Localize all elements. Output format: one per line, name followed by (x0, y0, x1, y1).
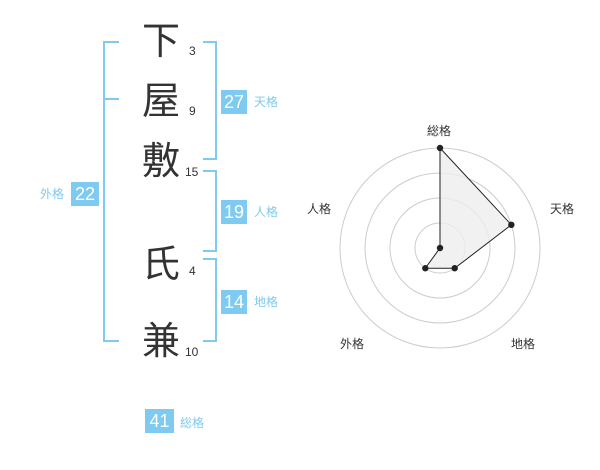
radar-point-0 (436, 144, 444, 152)
soukaku-value-badge: 41 (145, 409, 174, 433)
stroke-count-2: 9 (189, 104, 196, 118)
radar-ring (364, 172, 516, 324)
radar-ring (339, 147, 541, 349)
gaikaku-value-badge: 22 (71, 182, 99, 206)
radar-axis-label-chikaku: 地格 (511, 337, 536, 351)
stroke-count-4: 4 (189, 264, 196, 278)
jinkaku-bracket (203, 170, 217, 252)
radar-axis-label-gaikaku: 外格 (340, 337, 365, 351)
radar-axis-label-tenkaku: 天格 (550, 202, 575, 216)
jinkaku-label: 人格 (254, 205, 279, 219)
radar-ring (414, 222, 466, 274)
chikaku-label: 地格 (254, 295, 279, 309)
radar-axis-label-soukaku: 総格 (427, 124, 452, 138)
stroke-count-3: 15 (185, 165, 199, 179)
gaikaku-bracket-tick (105, 98, 119, 100)
tenkaku-value-badge: 27 (221, 90, 247, 114)
radar-point-3 (422, 265, 429, 272)
gaikaku-bracket (103, 41, 119, 342)
tenkaku-label: 天格 (254, 95, 279, 109)
radar-center-dot (437, 245, 443, 251)
radar-axis-label-jinkaku: 人格 (307, 202, 332, 216)
tenkaku-bracket (203, 41, 217, 160)
jinkaku-value-badge: 19 (221, 200, 247, 224)
gaikaku-label: 外格 (40, 187, 65, 201)
radar-point-4 (436, 244, 444, 252)
radar-point-1 (508, 221, 515, 229)
stroke-count-5: 10 (185, 345, 199, 359)
name-char-2: 屋 (142, 79, 181, 123)
name-char-3: 敷 (142, 139, 181, 183)
stroke-count-1: 3 (189, 44, 196, 58)
soukaku-label: 総格 (180, 416, 205, 430)
radar-point-2 (451, 265, 458, 272)
radar-series-polygon (424, 146, 513, 269)
chikaku-bracket (203, 258, 217, 342)
name-char-5: 兼 (142, 319, 181, 363)
chikaku-value-badge: 14 (221, 290, 247, 314)
name-char-1: 下 (142, 19, 181, 63)
name-char-4: 氏 (142, 242, 181, 286)
radar-ring (389, 197, 491, 299)
